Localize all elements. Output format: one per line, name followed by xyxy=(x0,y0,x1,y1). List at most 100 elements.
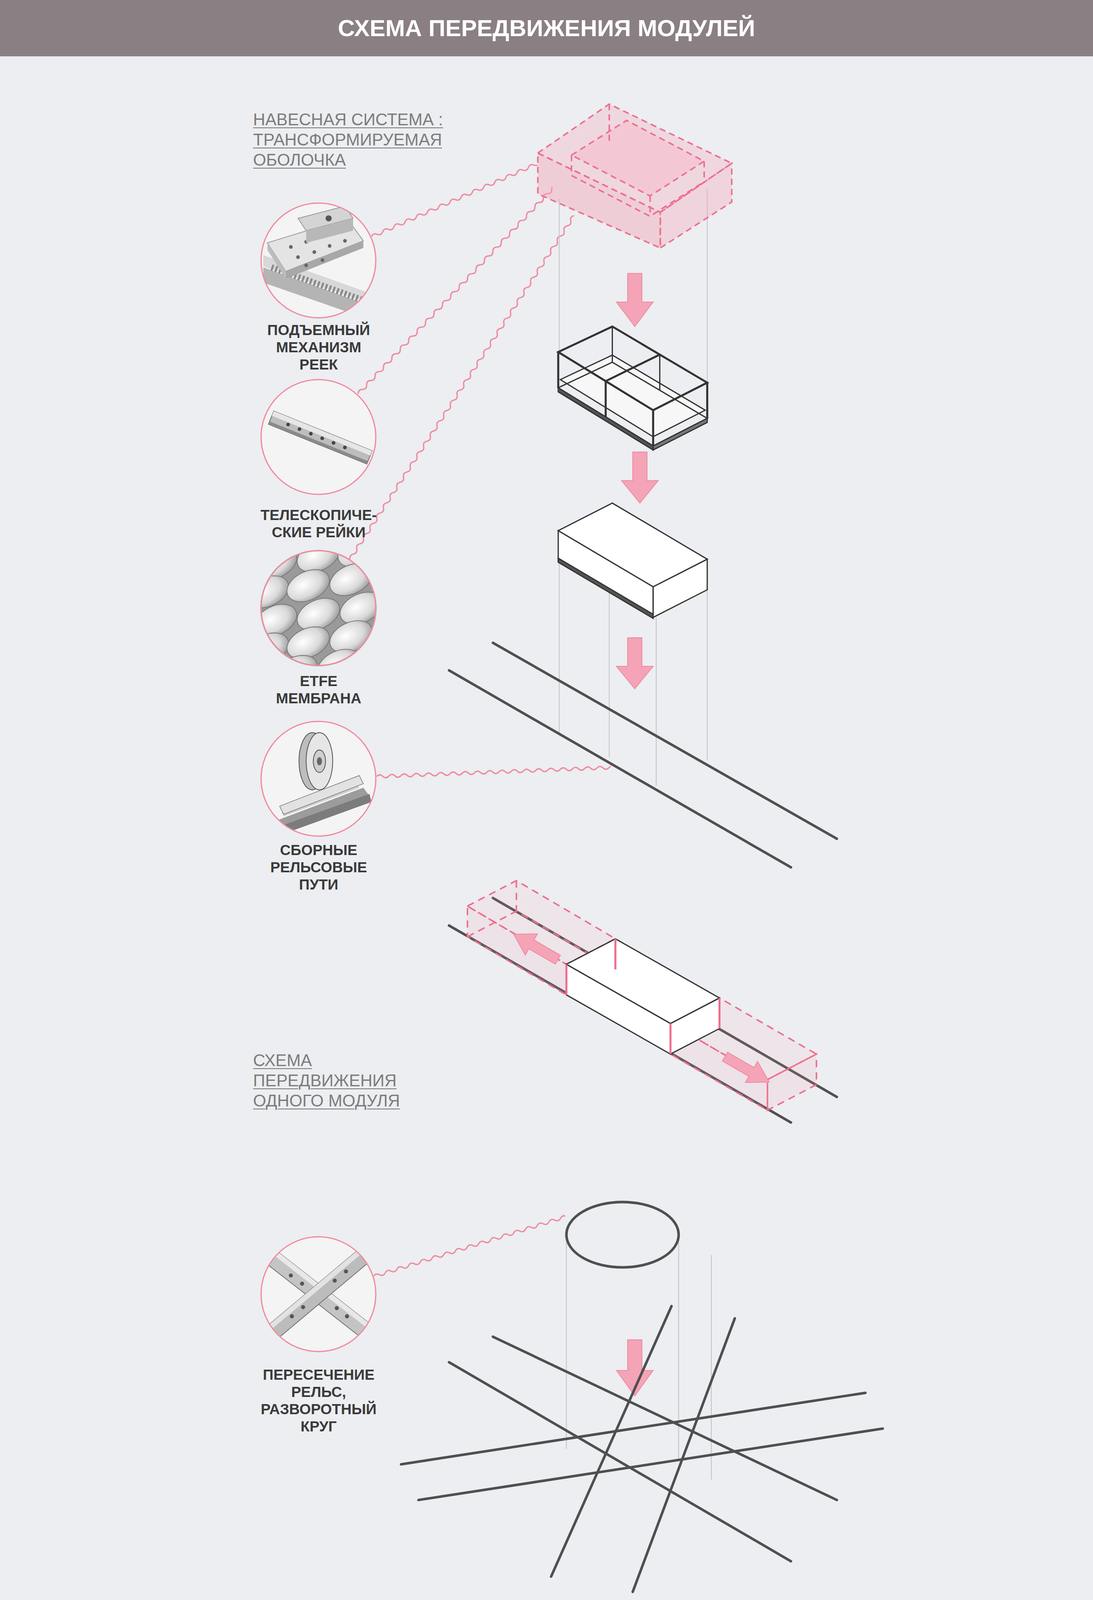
transformable-shell xyxy=(571,120,705,196)
direction-arrow xyxy=(718,1045,776,1093)
module-box xyxy=(566,938,720,1054)
leader-line xyxy=(372,1143,795,1278)
rail-crossing-icon xyxy=(260,1235,377,1352)
rail xyxy=(448,897,837,1123)
turntable-ring xyxy=(566,1201,679,1268)
module-frame xyxy=(653,418,708,450)
rail-crossing-icon xyxy=(332,1278,337,1283)
etfe-membrane-icon xyxy=(240,528,388,694)
leader-line xyxy=(376,757,818,779)
telescopic-rail-icon xyxy=(285,422,348,450)
telescopic-rail-icon xyxy=(268,411,373,465)
rail-crossing-icon xyxy=(263,1246,374,1341)
transformable-shell xyxy=(570,155,573,176)
rail-wheel-icon xyxy=(273,793,372,837)
transformable-shell xyxy=(649,195,652,217)
telescopic-rail-icon xyxy=(268,411,373,465)
rail-crossing-icon xyxy=(260,1235,377,1352)
guide-line xyxy=(706,589,708,761)
leader-line xyxy=(376,759,612,778)
rack-lift-icon xyxy=(289,245,294,249)
turntable-ring xyxy=(566,1201,679,1268)
circle-outline xyxy=(260,549,377,667)
circle-outline xyxy=(261,1236,376,1352)
module-frame xyxy=(558,326,708,411)
module-box xyxy=(566,938,720,1024)
rail-wheel-icon xyxy=(313,749,326,773)
guide-line xyxy=(655,617,657,787)
telescopic-rail-icon xyxy=(319,435,325,441)
transformable-shell xyxy=(703,161,705,183)
rack-lift-icon xyxy=(296,255,301,259)
direction-arrow xyxy=(616,273,653,327)
leader-line xyxy=(372,1143,795,1278)
callout-label: ПЕРЕСЕЧЕНИЕ РЕЛЬС, РАЗВОРОТНЫЙ КРУГ xyxy=(255,1365,382,1435)
rack-lift-icon xyxy=(306,218,354,243)
rack-lift-icon xyxy=(260,202,380,323)
rail-crossing-icon xyxy=(289,1314,294,1319)
rail-crossing-icon xyxy=(288,1273,294,1278)
transformable-shell xyxy=(537,104,732,213)
circle-outline xyxy=(261,203,376,318)
direction-arrow xyxy=(616,273,659,1397)
module-frame xyxy=(605,354,661,381)
contact-edge xyxy=(566,938,720,1054)
leader-line xyxy=(348,189,593,560)
rack-lift-icon xyxy=(312,250,317,254)
rail-wheel-icon xyxy=(306,732,333,790)
module-frame xyxy=(611,326,613,363)
telescopic-rail-icon xyxy=(285,422,291,427)
circle-outline xyxy=(261,721,376,837)
leader-line xyxy=(376,757,818,779)
telescopic-rail-icon xyxy=(260,378,377,496)
rail-crossing-icon xyxy=(343,1269,349,1274)
rail-crossing-icon xyxy=(264,1246,373,1341)
rail-crossing-icon xyxy=(288,1269,349,1319)
leader-line xyxy=(372,1209,568,1278)
rail-wheel-icon xyxy=(316,757,323,766)
contact-edge xyxy=(565,964,568,996)
transformable-shell xyxy=(571,175,705,217)
rail xyxy=(401,1392,866,1465)
circle-outline xyxy=(261,379,376,495)
rail-crossing-icon xyxy=(334,1306,339,1311)
module-extension xyxy=(515,880,518,912)
leader-line xyxy=(348,189,593,560)
circle-outline xyxy=(261,550,376,666)
module-extension xyxy=(467,880,817,1111)
rail-wheel-icon xyxy=(260,720,377,837)
rack-lift-icon xyxy=(304,263,309,268)
header-band: СХЕМА ПЕРЕДВИЖЕНИЯ МОДУЛЕЙ xyxy=(0,0,1093,57)
callout-label: ПОДЪЕМНЫЙ МЕХАНИЗМ РЕЕК xyxy=(264,321,374,373)
section-heading: СХЕМА ПЕРЕДВИЖЕНИЯ ОДНОГО МОДУЛЯ xyxy=(253,1050,422,1111)
rack-lift-icon xyxy=(343,238,347,243)
callout-circle: ПЕРЕСЕЧЕНИЕ РЕЛЬС, РАЗВОРОТНЫЙ КРУГ xyxy=(260,1235,377,1353)
telescopic-rail-icon xyxy=(331,440,336,446)
rack-lift-icon xyxy=(325,215,332,222)
rack-lift-icon xyxy=(320,258,325,263)
callout-circle: ПОДЪЕМНЫЙ МЕХАНИЗМ РЕЕК xyxy=(260,202,377,319)
rack-lift-icon xyxy=(327,244,332,249)
direction-arrow xyxy=(616,637,653,689)
page-title: СХЕМА ПЕРЕДВИЖЕНИЯ МОДУЛЕЙ xyxy=(0,0,1093,57)
guide-line xyxy=(559,188,712,1480)
telescopic-rail-icon xyxy=(271,411,373,456)
rail xyxy=(632,1318,735,1592)
guide-line xyxy=(710,1255,712,1480)
module-box xyxy=(558,503,708,619)
leader-line xyxy=(356,182,559,395)
contact-edge xyxy=(669,1023,672,1055)
rail xyxy=(448,642,837,868)
circle-outline xyxy=(260,378,377,496)
direction-arrow xyxy=(621,451,658,503)
rail-crossing-icon xyxy=(300,1305,306,1310)
callout-label: ТЕЛЕСКОПИЧЕ- СКИЕ РЕЙКИ xyxy=(251,506,386,541)
module-frame xyxy=(659,354,661,391)
circle-outline xyxy=(260,1235,377,1353)
leader-line xyxy=(370,156,540,238)
leader-line xyxy=(348,211,581,560)
callout-label: ETFE МЕМБРАНА xyxy=(264,672,374,707)
contact-edge xyxy=(718,997,721,1029)
